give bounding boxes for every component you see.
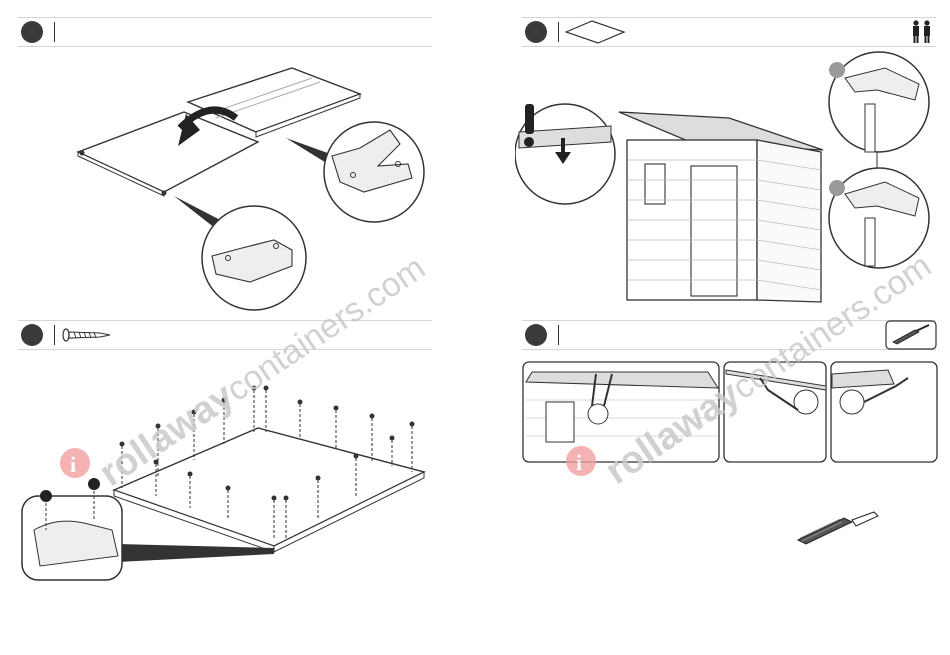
two-people-icon <box>910 19 934 45</box>
watermark-logo: i <box>60 448 90 478</box>
divider <box>54 22 55 42</box>
step-header-1 <box>18 17 432 47</box>
roof-panel-icon <box>564 19 626 45</box>
divider <box>558 325 559 345</box>
step-number-badge <box>21 324 43 346</box>
divider <box>54 325 55 345</box>
screwdriver-icon <box>790 500 890 552</box>
watermark-logo: i <box>566 446 596 476</box>
step-header-4 <box>522 320 936 350</box>
screw-icon <box>62 327 112 343</box>
screwdriver-icon <box>885 320 937 350</box>
divider <box>558 22 559 42</box>
step-header-2 <box>522 17 936 47</box>
step-number-badge <box>525 324 547 346</box>
step-number-badge <box>21 21 43 43</box>
step-number-badge <box>525 21 547 43</box>
step-header-3 <box>18 320 432 350</box>
